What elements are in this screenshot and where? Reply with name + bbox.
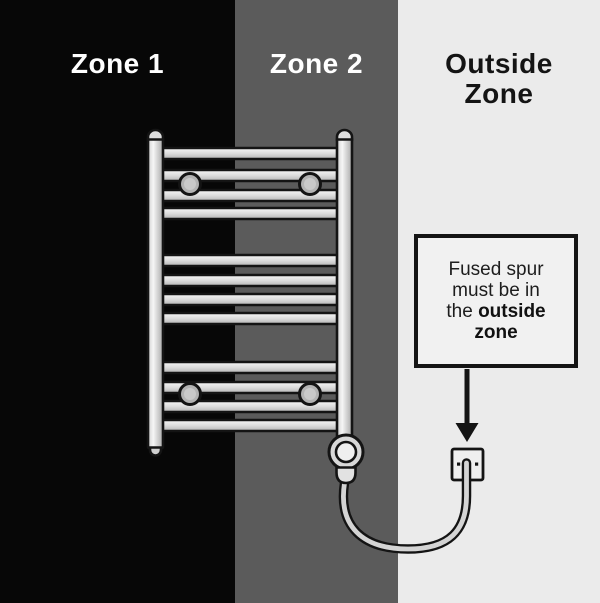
- bracket-highlight: [184, 388, 196, 400]
- bracket-highlight: [304, 388, 316, 400]
- radiator-bar: [156, 146, 344, 161]
- note-line: must be in: [452, 280, 540, 301]
- zone2-label: Zone 2: [269, 48, 364, 79]
- radiator-bar: [156, 253, 344, 268]
- socket-screw: [457, 462, 461, 466]
- left-rail-foot: [148, 446, 163, 457]
- note-text-bold: outside: [478, 301, 546, 322]
- right-rail-cap: [335, 128, 354, 141]
- socket-screw: [475, 462, 479, 466]
- left-rail: [146, 136, 165, 450]
- note-text-bold: zone: [474, 322, 518, 343]
- radiator-bar: [156, 292, 344, 307]
- bracket-highlight: [184, 178, 196, 190]
- note-line: zone: [474, 322, 517, 343]
- right-rail: [335, 136, 354, 442]
- bracket-highlight: [304, 178, 316, 190]
- zone1-label: Zone 1: [70, 48, 165, 79]
- power-cable: [338, 458, 472, 554]
- element-connector: [335, 466, 357, 485]
- radiator-bar: [156, 360, 344, 375]
- note-line: Fused spur: [448, 259, 544, 280]
- down-arrow-icon: [455, 369, 479, 442]
- note-box: Fused spur must be in the outside zone: [414, 234, 578, 368]
- note-line: the outside: [446, 301, 545, 322]
- radiator-bar: [156, 273, 344, 288]
- heating-element-icon: [327, 433, 365, 485]
- radiator-bar: [156, 418, 344, 433]
- outside-zone-label: Outside Zone: [445, 48, 553, 109]
- note-text-regular: the: [446, 301, 473, 322]
- towel-radiator-rails: [146, 128, 354, 457]
- radiator-bar: [156, 311, 344, 326]
- radiator-bar: [156, 206, 344, 221]
- wall-bracket-icons: [178, 172, 322, 406]
- left-rail-cap: [146, 128, 165, 141]
